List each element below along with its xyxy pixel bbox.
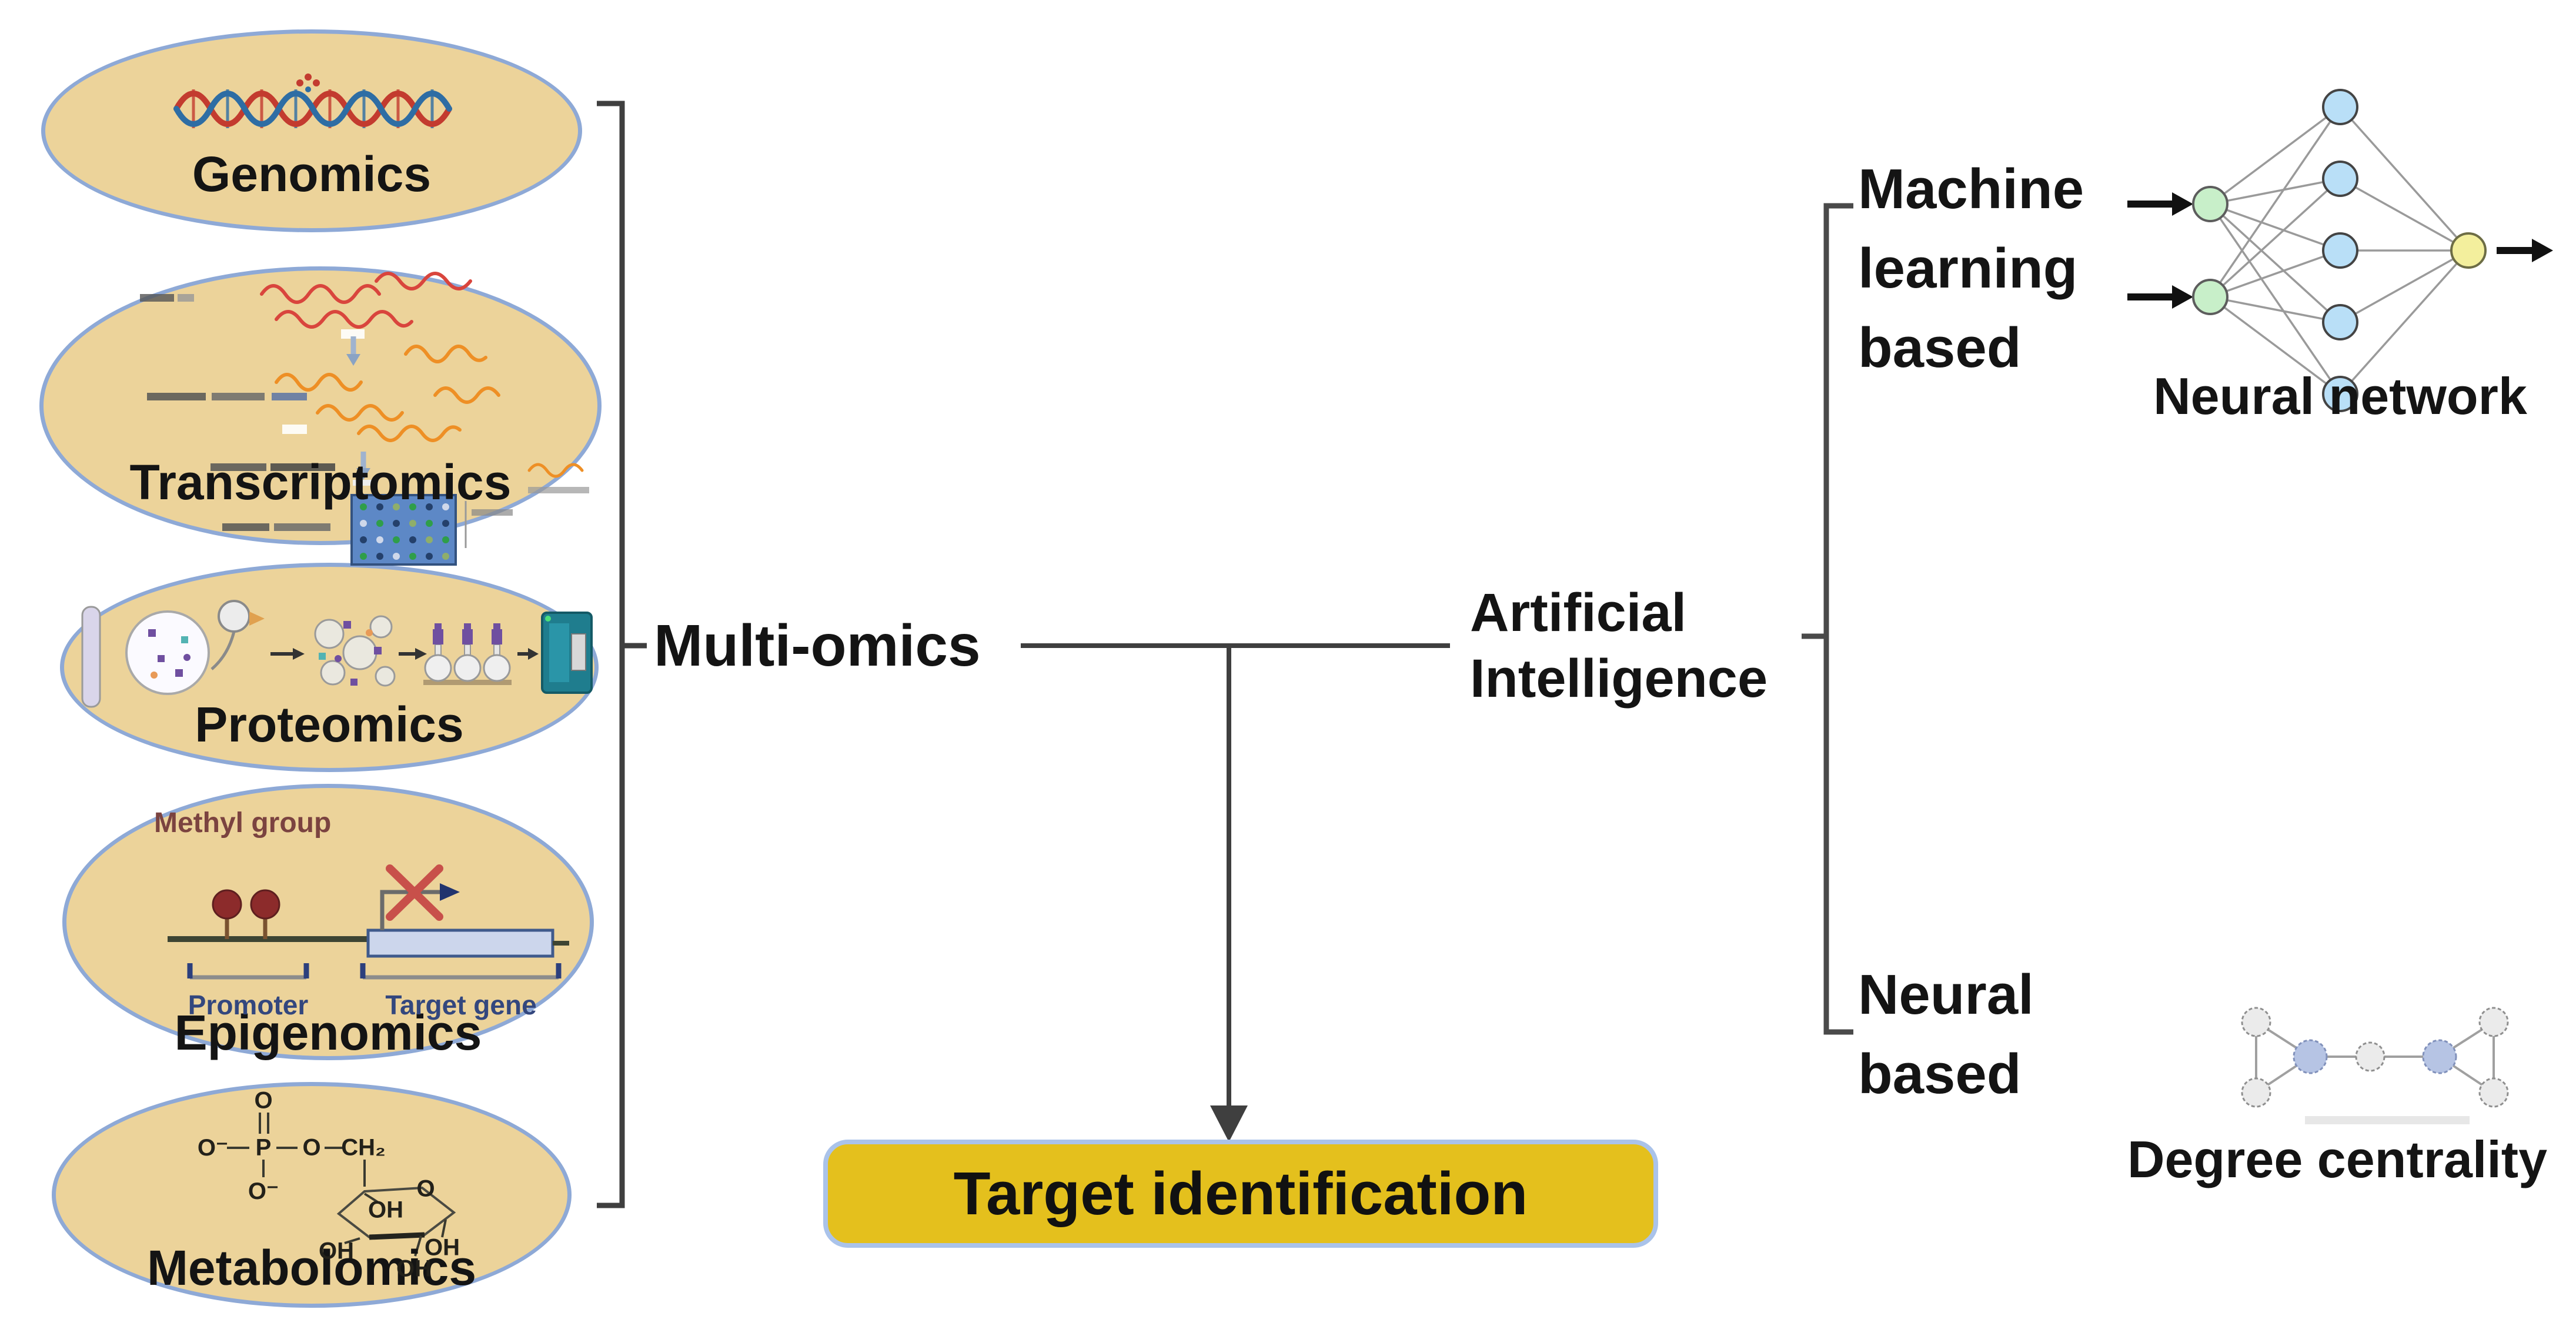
neural-network-diagram: [2127, 89, 2553, 412]
faint-caption-placeholder: [2305, 1116, 2470, 1124]
neural-based-label: Neural based: [1858, 955, 2034, 1114]
metabolomics-ellipse: [52, 1082, 572, 1308]
nn-hidden-node: [2322, 304, 2358, 340]
protein-mass-spec-workflow-icon: [81, 600, 593, 708]
chem-ch2: CH₂: [341, 1134, 386, 1161]
nn-output-node: [2450, 232, 2487, 269]
promoter-label: Promoter: [188, 990, 309, 1020]
nn-input-node: [2192, 279, 2228, 315]
sample-vials: [424, 623, 511, 682]
chem-o-minus-bottom: O⁻: [248, 1178, 279, 1204]
graph-node: [2478, 1077, 2509, 1108]
chem-o-mid: O: [302, 1134, 321, 1161]
nb-line2: based: [1858, 1043, 2022, 1105]
multi-omics-label: Multi-omics: [654, 613, 981, 679]
down-arrowhead: [1210, 1105, 1248, 1142]
degree-centrality-diagram: [2241, 1007, 2509, 1124]
dna-double-helix-icon: [173, 74, 452, 128]
methyl-group-icon: [212, 889, 242, 920]
chem-oh-low: OH: [396, 1255, 432, 1282]
nn-input-node: [2192, 186, 2228, 222]
transcriptomics-label: Transcriptomics: [129, 455, 512, 510]
graph-hub-node: [2422, 1039, 2457, 1074]
nn-hidden-node: [2322, 376, 2358, 412]
nn-edges: [2209, 106, 2470, 395]
target-identification-box: Target identification: [823, 1140, 1658, 1248]
proteomics-label: Proteomics: [195, 697, 464, 752]
chem-oh-right: OH: [425, 1234, 460, 1261]
methyl-group-icon: [250, 889, 280, 920]
graph-hub-node: [2293, 1039, 2328, 1074]
neural-network-caption: Neural network: [2153, 367, 2527, 425]
nn-hidden-node: [2322, 232, 2358, 269]
methyl-group-label: Methyl group: [154, 807, 332, 839]
dna-methylation-icon: [168, 864, 569, 980]
metabolite-structure-icon: [227, 1113, 456, 1257]
nb-line1: Neural: [1858, 963, 2034, 1026]
target-gene-label: Target gene: [385, 990, 537, 1020]
chem-p: P: [255, 1134, 272, 1161]
rna-microarray-workflow-icon: [140, 272, 589, 566]
epigenomics-ellipse: [62, 784, 594, 1060]
chem-ring-o: O: [416, 1175, 435, 1202]
chem-o-top: O: [254, 1087, 273, 1114]
target-identification-label: Target identification: [953, 1160, 1528, 1227]
degree-centrality-caption: Degree centrality: [2127, 1130, 2548, 1188]
connector-lines: [1021, 643, 1450, 1142]
nn-hidden-node: [2322, 89, 2358, 125]
chem-oh-left: OH: [319, 1238, 354, 1264]
mass-spectrometer-icon: [541, 612, 593, 694]
ai-line1: Artificial: [1470, 583, 1687, 643]
chem-oh-inner: OH: [368, 1197, 403, 1223]
ai-branches-bracket: [1802, 203, 1853, 1035]
microarray-spots: [360, 503, 449, 560]
ml-line1: Machine: [1858, 158, 2084, 221]
target-gene-box: [366, 928, 554, 958]
chem-o-minus-left: O⁻: [197, 1135, 229, 1161]
epigenomics-label: Epigenomics: [174, 1005, 482, 1060]
graph-node: [2355, 1041, 2385, 1072]
graph-node: [2478, 1007, 2509, 1037]
blocked-transcription-arrowhead: [440, 883, 460, 901]
nn-hidden-node: [2322, 161, 2358, 197]
graph-node: [2241, 1077, 2271, 1108]
ml-line2: learning: [1858, 237, 2078, 300]
red-cross-icon: [386, 864, 443, 921]
genomics-ellipse: [41, 29, 582, 232]
metabolomics-label: Metabolomics: [146, 1240, 477, 1295]
genomics-label: Genomics: [192, 146, 432, 202]
machine-learning-based-label: Machine learning based: [1858, 149, 2084, 388]
multi-omics-bracket: [597, 101, 647, 1208]
ai-line2: Intelligence: [1470, 649, 1768, 709]
ml-line3: based: [1858, 316, 2022, 379]
graph-node: [2241, 1007, 2271, 1037]
transcriptomics-ellipse: [39, 266, 602, 545]
